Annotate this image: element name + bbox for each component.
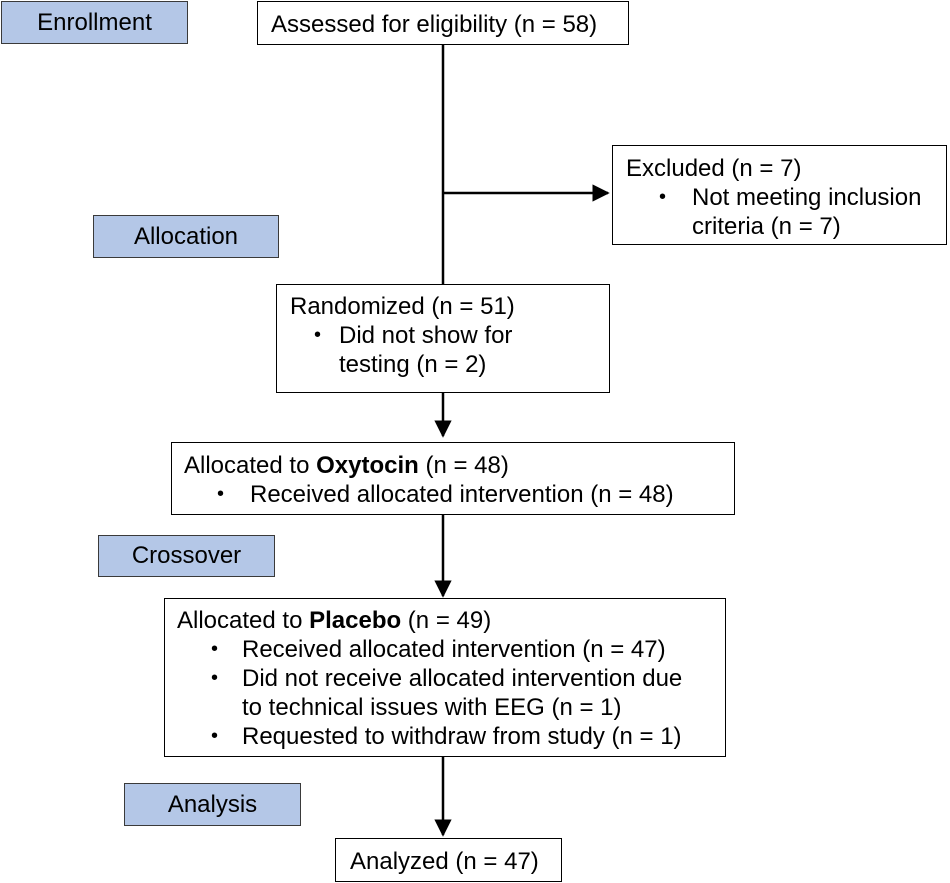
- oxytocin-title-prefix: Allocated to: [184, 452, 317, 479]
- placebo-bullet-2-line-1: Did not receive allocated intervention d…: [242, 665, 683, 692]
- analyzed-text: Analyzed (n = 47): [350, 848, 539, 875]
- placebo-bullet-3-text: Requested to withdraw from study (n = 1): [242, 723, 682, 750]
- stage-label-crossover: Crossover: [98, 535, 275, 577]
- oxytocin-allocation-box: Allocated to Oxytocin (n = 48) • Receive…: [171, 442, 735, 515]
- bullet-icon: •: [211, 725, 219, 747]
- oxytocin-bullet: • Received allocated intervention (n = 4…: [184, 480, 734, 509]
- excluded-bullet-line-1: Not meeting inclusion: [692, 184, 922, 211]
- randomized-box: Randomized (n = 51) • Did not show for t…: [276, 284, 610, 393]
- placebo-bullet-3: • Requested to withdraw from study (n = …: [177, 722, 725, 751]
- randomized-bullet: • Did not show for testing (n = 2): [290, 321, 609, 379]
- placebo-bullet-2-line-2: to technical issues with EEG (n = 1): [242, 694, 622, 721]
- bullet-icon: •: [217, 483, 225, 505]
- stage-label-analysis: Analysis: [124, 783, 301, 826]
- bullet-icon: •: [659, 186, 667, 208]
- excluded-title: Excluded (n = 7): [626, 155, 802, 182]
- excluded-bullet: • Not meeting inclusion criteria (n = 7): [626, 183, 946, 241]
- excluded-box: Excluded (n = 7) • Not meeting inclusion…: [612, 145, 947, 245]
- randomized-bullet-line-2: testing (n = 2): [339, 351, 487, 378]
- placebo-title-count: (n = 49): [401, 607, 492, 634]
- stage-label-allocation: Allocation: [93, 215, 279, 258]
- oxytocin-title-count: (n = 48): [418, 452, 509, 479]
- analyzed-box: Analyzed (n = 47): [335, 838, 562, 882]
- bullet-icon: •: [211, 667, 219, 689]
- bullet-icon: •: [314, 324, 322, 346]
- excluded-bullet-line-2: criteria (n = 7): [692, 213, 841, 240]
- placebo-drug-name: Placebo: [309, 607, 402, 634]
- stage-label-enrollment: Enrollment: [1, 1, 188, 44]
- oxytocin-title: Allocated to Oxytocin (n = 48): [184, 451, 734, 480]
- placebo-allocation-box: Allocated to Placebo (n = 49) • Received…: [164, 598, 726, 757]
- oxytocin-bullet-text: Received allocated intervention (n = 48): [250, 481, 674, 508]
- bullet-icon: •: [211, 638, 219, 660]
- placebo-bullet-1: • Received allocated intervention (n = 4…: [177, 635, 725, 664]
- randomized-title: Randomized (n = 51): [290, 293, 515, 320]
- placebo-title: Allocated to Placebo (n = 49): [177, 606, 725, 635]
- assessed-text: Assessed for eligibility (n = 58): [271, 11, 598, 38]
- placebo-bullet-1-text: Received allocated intervention (n = 47): [242, 636, 666, 663]
- placebo-bullet-2: • Did not receive allocated intervention…: [177, 664, 725, 722]
- oxytocin-drug-name: Oxytocin: [316, 452, 419, 479]
- assessed-box: Assessed for eligibility (n = 58): [257, 1, 629, 45]
- placebo-title-prefix: Allocated to: [177, 607, 310, 634]
- randomized-bullet-line-1: Did not show for: [339, 322, 513, 349]
